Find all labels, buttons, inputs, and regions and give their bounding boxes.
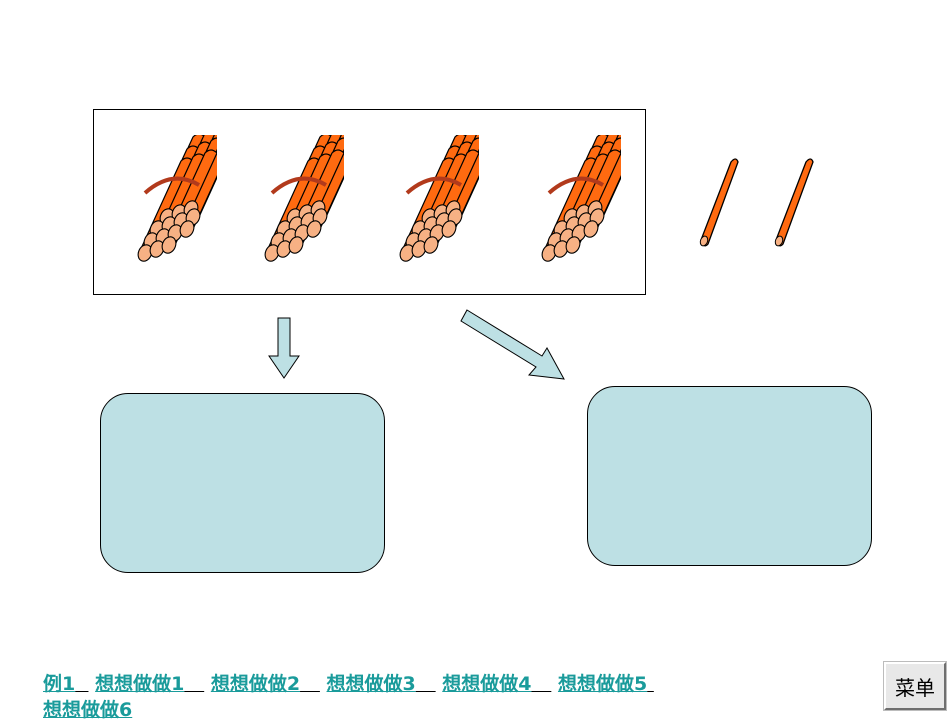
nav-link-practice-3[interactable]: 想想做做3 [326,673,416,695]
stick-end [161,236,177,254]
stick-end [423,236,439,254]
stick-end [553,240,569,258]
stick-end [441,220,457,238]
stick-end [149,240,165,258]
answer-box-left [100,393,385,573]
stick-bundle [264,135,344,262]
nav-separator [531,673,551,695]
bundle-tie [547,176,605,195]
stick-end [137,244,153,262]
nav-link-practice-1[interactable]: 想想做做1 [95,673,185,695]
bundle-tie [143,176,201,195]
stick-end [583,220,599,238]
nav-separator [75,673,88,695]
nav-link-practice-6[interactable]: 想想做做6 [43,699,133,721]
stick-end [276,240,292,258]
nav-link-practice-5[interactable]: 想想做做5 [557,673,648,695]
stick-end [288,236,304,254]
nav-separator [300,673,320,695]
stick-end [541,244,557,262]
arrow-down-icon [268,317,300,379]
stick-bundle [137,135,217,262]
nav-link-practice-2[interactable]: 想想做做2 [210,673,301,695]
nav-separator [416,673,436,695]
stick-end [411,240,427,258]
bundle-tie [270,176,328,195]
nav-link-practice-4[interactable]: 想想做做4 [442,673,532,695]
menu-button[interactable]: 菜单 [883,661,947,711]
single-stick [699,158,739,247]
answer-box-right [587,386,872,566]
arrow-diagonal-icon [460,309,565,380]
stick-end [179,220,195,238]
nav-link-example-1[interactable]: 例1 [43,673,76,695]
stick-bundle [541,135,621,262]
nav-separator [647,673,654,695]
bundle-tie [405,176,463,195]
slide-navigation: 例1 想想做做1 想想做做2 想想做做3 想想做做4 想想做做5 想想做做6 [43,671,803,723]
stick-end [565,236,581,254]
stick-end [399,244,415,262]
stick-end [306,220,322,238]
single-stick [774,158,814,247]
stick-end [264,244,280,262]
nav-separator [184,673,204,695]
stick-bundle [399,135,479,262]
